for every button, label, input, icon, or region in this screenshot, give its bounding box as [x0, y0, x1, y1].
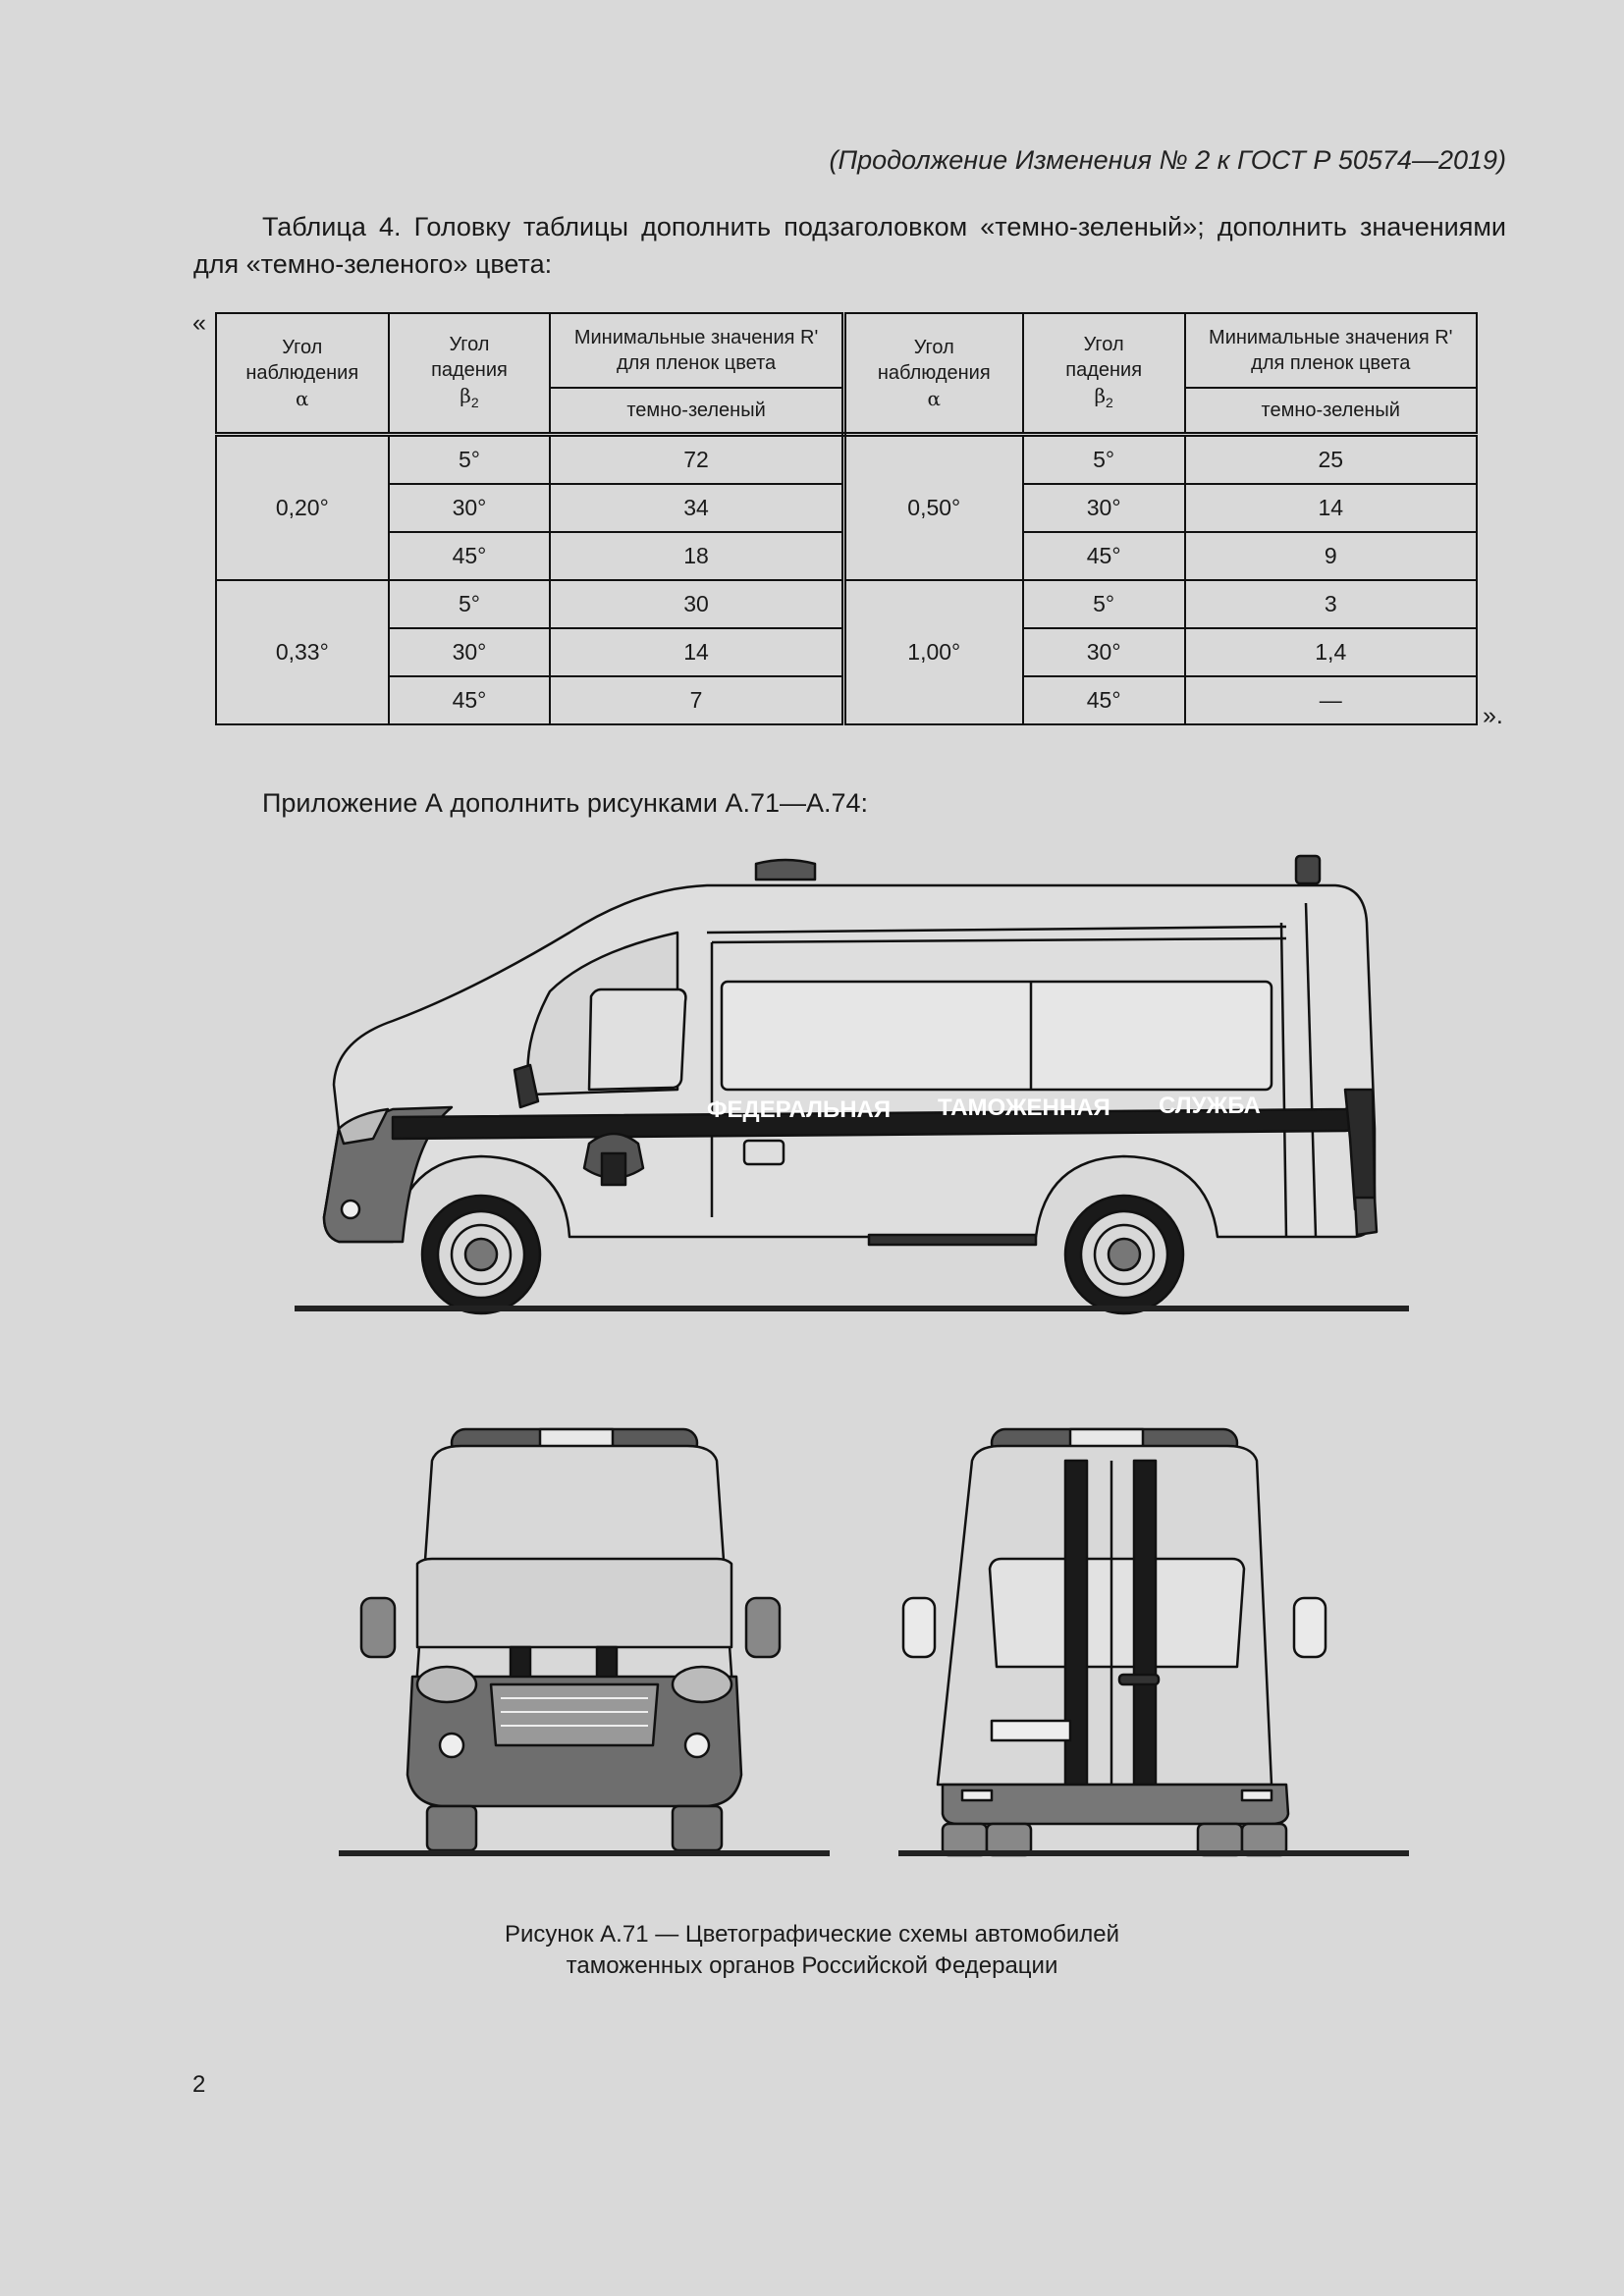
value-cell: 1,4	[1183, 627, 1479, 677]
inc-angle-cell: 5°	[1021, 579, 1186, 629]
van-rear-view	[898, 1427, 1409, 1857]
continuation-note: (Продолжение Изменения № 2 к ГОСТ Р 5057…	[829, 145, 1506, 175]
stripe-text-1: ФЕДЕРАЛЬНАЯ	[707, 1096, 891, 1123]
table-row: 45° 18 45° 9	[216, 531, 1479, 581]
inc-angle-cell: 5°	[1021, 433, 1186, 485]
van-front-view	[339, 1427, 830, 1856]
van-side-view: ФЕДЕРАЛЬНАЯ ТАМОЖЕННАЯ СЛУЖБА	[295, 854, 1409, 1315]
caption-line-1: Рисунок А.71 — Цветографические схемы ав…	[504, 1921, 1119, 1948]
value-cell: 14	[549, 627, 845, 677]
header-color-left: темно-зеленый	[549, 387, 845, 437]
inc-angle-cell: 30°	[387, 627, 552, 677]
inc-angle-cell: 45°	[1021, 675, 1186, 725]
inc-angle-cell: 45°	[1021, 531, 1186, 581]
table-row: 30° 34 30° 14	[216, 483, 1479, 533]
stripe-text-2: ТАМОЖЕННАЯ	[938, 1095, 1110, 1121]
ground-line-front	[339, 1850, 830, 1856]
inc-angle-cell: 30°	[1021, 483, 1186, 533]
front-wheel	[420, 1194, 542, 1315]
obs-angle-cell: 0,50°	[840, 433, 1024, 581]
table-row: 45° 7 45° —	[216, 675, 1479, 725]
inc-angle-cell: 30°	[387, 483, 552, 533]
header-min-values-left: Минимальные значения R' для пленок цвета	[549, 312, 845, 389]
table-row: 0,33° 5° 30 1,00° 5° 3	[215, 579, 1479, 725]
ground-line-rear	[898, 1850, 1409, 1856]
value-cell: 3	[1183, 579, 1479, 629]
table-row: 0,20° 5° 72 0,50° 5° 25	[215, 433, 1479, 581]
ground-line	[295, 1306, 1409, 1311]
page-number: 2	[192, 2071, 206, 2098]
inc-angle-cell: 30°	[1021, 627, 1186, 677]
value-cell: 30	[549, 579, 845, 629]
caption-line-2: таможенных органов Российской Федерации	[566, 1952, 1058, 1979]
stripe-text-3: СЛУЖБА	[1159, 1093, 1261, 1119]
figure-caption: Рисунок А.71 — Цветографические схемы ав…	[0, 1919, 1624, 1982]
obs-angle-cell: 1,00°	[840, 579, 1024, 725]
inc-angle-cell: 5°	[387, 579, 552, 629]
rear-wheel	[1063, 1194, 1185, 1315]
inc-angle-cell: 45°	[387, 675, 552, 725]
intro-paragraph: Таблица 4. Головку таблицы дополнить под…	[193, 212, 1506, 279]
obs-angle-cell: 0,20°	[215, 433, 390, 581]
appendix-paragraph: Приложение А дополнить рисунками А.71—А.…	[262, 788, 869, 818]
value-cell: 9	[1183, 531, 1479, 581]
inc-angle-cell: 45°	[387, 531, 552, 581]
value-cell: 25	[1183, 433, 1479, 485]
value-cell: 14	[1183, 483, 1479, 533]
header-min-values-right: Минимальные значения R' для пленок цвета	[1183, 312, 1479, 389]
header-color-right: темно-зеленый	[1183, 387, 1479, 437]
value-cell: 7	[549, 675, 845, 725]
value-cell: 34	[549, 483, 845, 533]
obs-angle-cell: 0,33°	[215, 579, 390, 725]
table-row: 30° 14 30° 1,4	[216, 627, 1479, 677]
quote-close: ».	[1483, 702, 1503, 729]
value-cell: 18	[549, 531, 845, 581]
inc-angle-cell: 5°	[387, 433, 552, 485]
value-cell: 72	[549, 433, 845, 485]
value-cell: —	[1183, 675, 1479, 725]
quote-open: «	[192, 309, 206, 337]
